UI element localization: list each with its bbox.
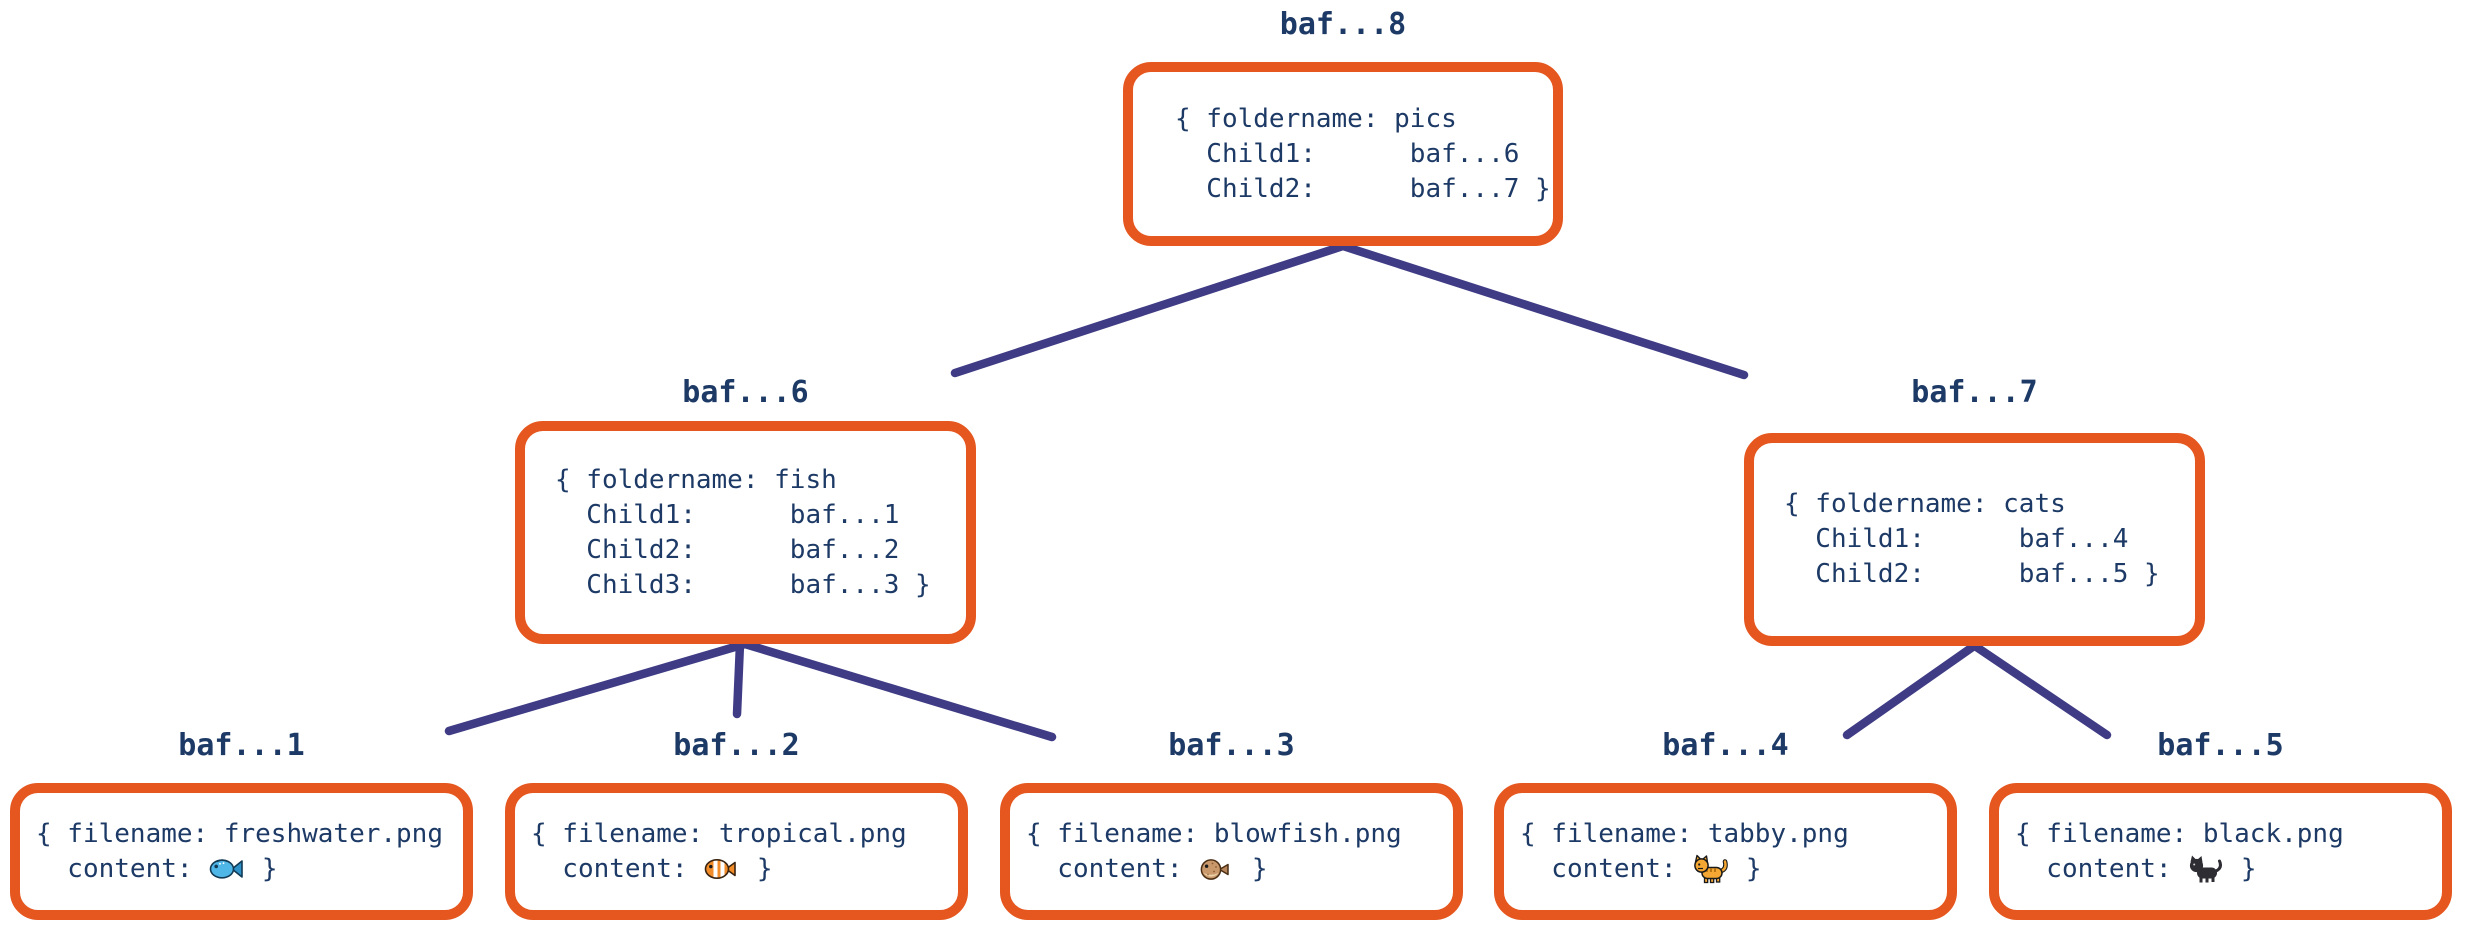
code-line: { filename: tabby.png bbox=[1520, 817, 1943, 852]
code-line: { foldername: pics bbox=[1175, 103, 1457, 134]
node-label-baf2: baf...2 bbox=[673, 728, 800, 763]
code-line: { foldername: fish bbox=[555, 464, 837, 495]
code-text: content: bbox=[36, 853, 209, 884]
code-line: content: } bbox=[1026, 852, 1449, 887]
code-text: content: bbox=[1026, 853, 1199, 884]
code-line: Child1: baf...6 bbox=[1175, 138, 1520, 169]
edge-baf6-baf2 bbox=[732, 639, 745, 719]
code-line: content: } bbox=[2015, 852, 2438, 887]
node-box-baf1: { filename: freshwater.png content: } bbox=[10, 783, 473, 920]
node-label-baf8: baf...8 bbox=[1279, 7, 1407, 42]
code-text: } bbox=[2225, 853, 2257, 884]
code-text: content: bbox=[1520, 853, 1693, 884]
code-text: } bbox=[246, 853, 278, 884]
edge-baf6-baf1 bbox=[444, 639, 750, 736]
node-label-baf6: baf...6 bbox=[682, 375, 809, 410]
code-line: Child2: baf...2 bbox=[555, 534, 900, 565]
black-cat-icon bbox=[2187, 854, 2225, 884]
blue-fish-icon bbox=[208, 854, 246, 884]
node-box-baf7: { foldername: cats Child1: baf...4 Child… bbox=[1744, 433, 2205, 646]
blowfish-icon bbox=[1198, 854, 1236, 884]
code-line: { foldername: cats bbox=[1784, 489, 2066, 519]
edge-baf7-baf5 bbox=[1970, 641, 2112, 740]
code-line: { filename: tropical.png bbox=[531, 818, 907, 849]
edge-baf8-baf7 bbox=[1338, 241, 1749, 380]
edge-baf8-baf6 bbox=[950, 241, 1348, 378]
node-box-baf5: { filename: black.png content: } bbox=[1989, 783, 2452, 920]
code-text: } bbox=[1236, 853, 1268, 884]
code-text: { filename: tabby.png bbox=[1520, 818, 1849, 849]
tropical-fish-icon bbox=[703, 854, 741, 884]
code-text: } bbox=[1730, 853, 1762, 884]
code-text: content: bbox=[531, 853, 704, 884]
tabby-cat-icon bbox=[1692, 854, 1730, 884]
edge-baf6-baf3 bbox=[740, 639, 1057, 742]
node-box-baf8: { foldername: pics Child1: baf...6 Child… bbox=[1123, 62, 1563, 246]
node-box-baf2: { filename: tropical.png content: } bbox=[505, 783, 968, 920]
code-line: content: } bbox=[1520, 852, 1943, 887]
node-label-baf4: baf...4 bbox=[1662, 728, 1789, 763]
node-box-baf4: { filename: tabby.png content: } bbox=[1494, 783, 1957, 920]
code-line: content: } bbox=[531, 852, 954, 887]
edge-baf7-baf4 bbox=[1842, 641, 1979, 740]
code-line: { filename: blowfish.png bbox=[1026, 818, 1402, 849]
code-line: Child1: baf...1 bbox=[555, 499, 900, 530]
code-line: { filename: black.png bbox=[2015, 818, 2344, 849]
code-line: Child2: baf...5 } bbox=[1784, 559, 2160, 589]
code-line: { filename: freshwater.png bbox=[36, 818, 443, 849]
code-line: content: } bbox=[36, 852, 459, 887]
code-line: Child2: baf...7 } bbox=[1175, 173, 1551, 204]
code-text: } bbox=[741, 853, 773, 884]
node-label-baf1: baf...1 bbox=[178, 728, 305, 763]
node-box-baf3: { filename: blowfish.png content: } bbox=[1000, 783, 1463, 920]
code-line: Child1: baf...4 bbox=[1784, 524, 2129, 554]
node-box-baf6: { foldername: fish Child1: baf...1 Child… bbox=[515, 421, 976, 644]
node-label-baf7: baf...7 bbox=[1911, 375, 2038, 410]
code-text: content: bbox=[2015, 853, 2188, 884]
node-label-baf3: baf...3 bbox=[1168, 728, 1295, 763]
code-line: Child3: baf...3 } bbox=[555, 569, 931, 600]
node-label-baf5: baf...5 bbox=[2157, 728, 2284, 763]
